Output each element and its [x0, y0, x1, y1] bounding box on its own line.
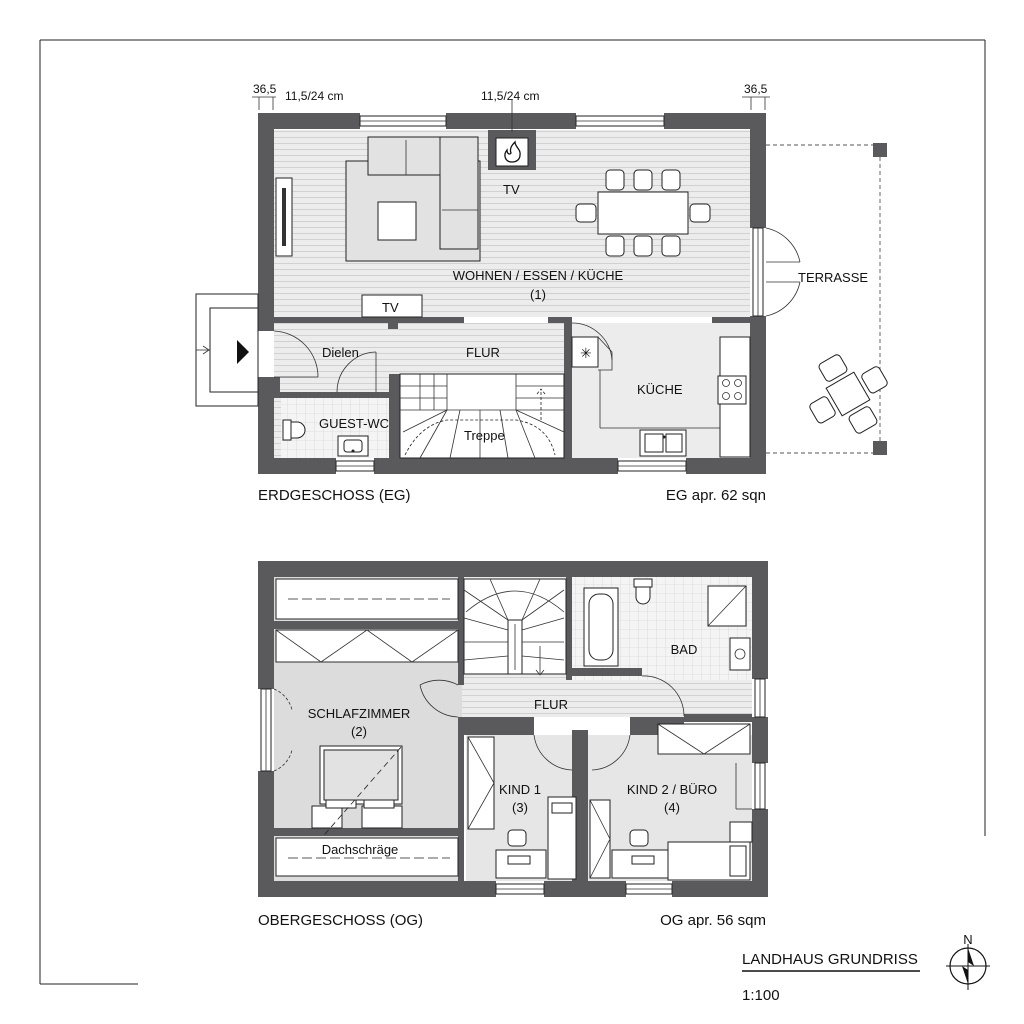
- ground-floor-area: EG apr. 62 sqn: [666, 487, 766, 504]
- label-flur-eg: FLUR: [466, 345, 500, 360]
- ground-floor-walls: [258, 113, 766, 474]
- plan-scale: 1:100: [742, 987, 780, 1004]
- dim-left-inner: 11,5/24 cm: [285, 89, 343, 103]
- label-sloped: Dachschräge: [322, 842, 399, 857]
- label-bath: BAD: [671, 642, 698, 657]
- upper-floor-caption: OBERGESCHOSS (OG): [258, 912, 423, 929]
- dim-center: 11,5/24 cm: [481, 89, 539, 103]
- label-tv-top: TV: [503, 182, 520, 197]
- upper-hall-floor-2: [462, 680, 752, 717]
- kitchen-counters: ✳: [571, 336, 751, 458]
- guest-wc-fixtures: [282, 419, 369, 457]
- label-kid1-num: (3): [512, 800, 528, 815]
- kid1-door: [533, 734, 573, 771]
- upper-floor-plan: [258, 561, 768, 897]
- kitchen-door: [571, 322, 613, 361]
- label-living: WOHNEN / ESSEN / KÜCHE: [453, 268, 624, 283]
- label-guest-wc: GUEST-WC: [319, 416, 389, 431]
- ground-floor-windows: [335, 115, 764, 472]
- label-tv-bottom: TV: [382, 300, 399, 315]
- sheet-frame: [39, 39, 986, 985]
- label-kid1: KIND 1: [499, 782, 541, 797]
- dim-right-wall: 36,5: [744, 82, 768, 96]
- plan-title: LANDHAUS GRUNDRISS: [742, 951, 918, 968]
- upper-floor-area: OG apr. 56 sqm: [660, 912, 766, 929]
- kid2-door: [591, 734, 631, 771]
- guest-wc-door: [336, 351, 377, 393]
- terrace: [766, 143, 888, 455]
- label-kid2: KIND 2 / BÜRO: [627, 782, 717, 797]
- upper-floor-windows: [260, 678, 766, 895]
- fireplace: [488, 130, 536, 170]
- upper-floor-stairs: [463, 578, 567, 676]
- north-label: N: [963, 932, 972, 947]
- double-bed: [311, 745, 403, 843]
- label-flur-og: FLUR: [534, 697, 568, 712]
- label-bedroom-num: (2): [351, 724, 367, 739]
- entrance: [195, 293, 319, 407]
- bath-fixtures: [583, 578, 751, 671]
- labels: 36,5 11,5/24 cm 11,5/24 cm 36,5 TV WOHNE…: [252, 82, 990, 1004]
- wardrobe: [275, 629, 459, 663]
- label-dielen: Dielen: [322, 345, 359, 360]
- label-stairs: Treppe: [464, 428, 505, 443]
- svg-text:✳: ✳: [580, 345, 592, 361]
- dim-left-wall: 36,5: [253, 82, 277, 96]
- kid2-furniture: [589, 723, 753, 881]
- label-terrace: TERRASSE: [798, 270, 868, 285]
- ground-floor-stairs: [399, 373, 565, 459]
- upper-floor-walls: [258, 561, 768, 897]
- dining-table: [575, 169, 711, 257]
- label-bedroom: SCHLAFZIMMER: [308, 706, 411, 721]
- north-arrow-icon: [946, 944, 990, 990]
- label-living-num: (1): [530, 287, 546, 302]
- kid1-furniture: [467, 734, 577, 880]
- ground-floor-caption: ERDGESCHOSS (EG): [258, 487, 411, 504]
- label-kid2-num: (4): [664, 800, 680, 815]
- sofa: [345, 136, 481, 262]
- terrace-door: [765, 227, 801, 317]
- bath-door: [641, 675, 685, 717]
- bedroom-door: [419, 679, 459, 686]
- tv-cabinet-bottom: [361, 294, 423, 318]
- ground-floor-plan: ✳: [195, 100, 888, 474]
- label-kitchen: KÜCHE: [637, 382, 683, 397]
- sloped-ceiling-zone: [275, 837, 459, 877]
